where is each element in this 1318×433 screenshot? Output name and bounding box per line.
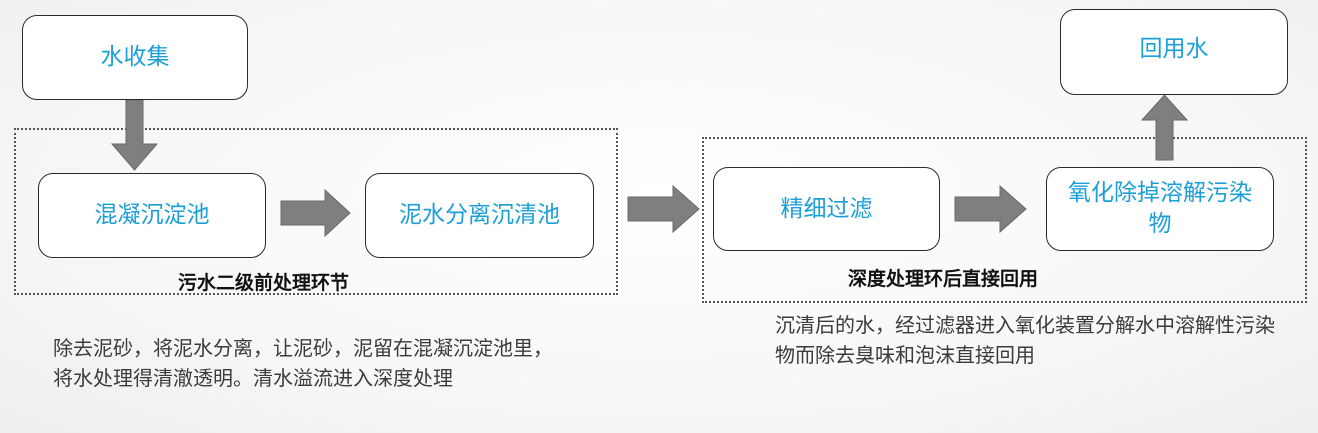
deep-treatment-group-label: 深度处理环后直接回用: [848, 268, 1039, 290]
reuse-water-label: 回用水: [1139, 36, 1209, 62]
arrow-up-oxidation-to-reuse: [1140, 94, 1189, 161]
arrow-right-coagulation-to-separation: [280, 188, 351, 238]
oxidation-box: 氧化除掉溶解污染物: [1046, 167, 1274, 251]
arrow-right-filter-to-oxidation: [954, 184, 1027, 234]
oxidation-label: 氧化除掉溶解污染物: [1068, 180, 1252, 237]
reuse-water-box: 回用水: [1060, 9, 1288, 95]
water-collection-label: 水收集: [100, 44, 170, 70]
pretreatment-group-label: 污水二级前处理环节: [178, 272, 350, 294]
water-collection-box: 水收集: [22, 15, 248, 100]
fine-filtration-label: 精细过滤: [780, 195, 873, 222]
coagulation-tank-box: 混凝沉淀池: [38, 173, 266, 258]
arrow-right-separation-to-filter: [627, 184, 700, 234]
pretreatment-group-frame: [14, 128, 618, 295]
separation-tank-label: 泥水分离沉清池: [399, 202, 560, 228]
pretreatment-note: 除去泥砂，将泥水分离，让泥砂，泥留在混凝沉淀池里，将水处理得清澈透明。清水溢流进…: [53, 336, 553, 390]
coagulation-tank-label: 混凝沉淀池: [94, 202, 210, 228]
fine-filtration-box: 精细过滤: [713, 167, 940, 251]
deep-treatment-group-frame: [702, 137, 1307, 303]
separation-tank-box: 泥水分离沉清池: [365, 173, 594, 258]
deep-treatment-note: 沉清后的水，经过滤器进入氧化装置分解水中溶解性污染物而除去臭味和泡沫直接回用: [775, 313, 1275, 367]
arrow-down-collect-to-coagulation: [110, 99, 159, 171]
